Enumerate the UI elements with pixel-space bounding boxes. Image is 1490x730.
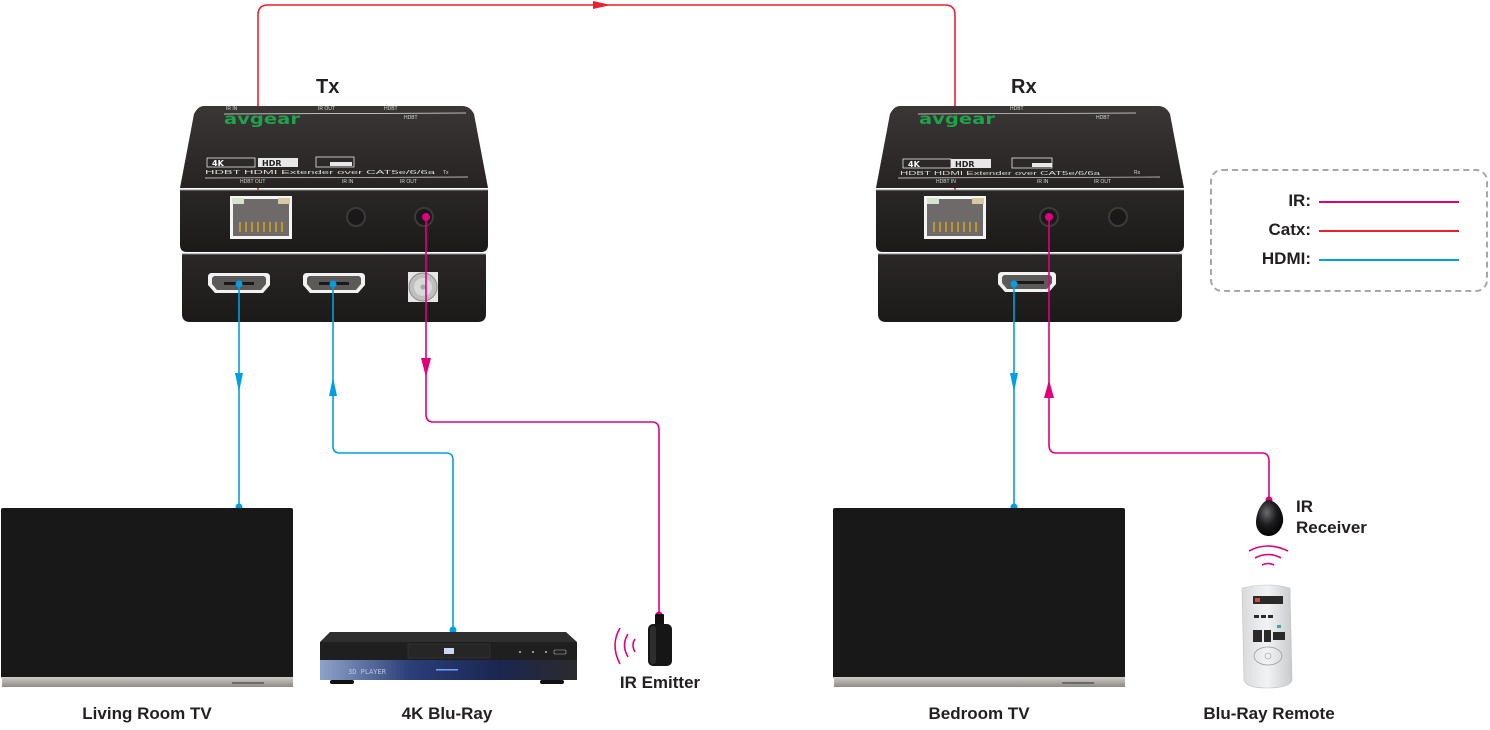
rx-port-label-ir-in: IR IN: [1037, 179, 1049, 185]
ir-arrow-down-icon: [421, 358, 431, 377]
tx-rj45-port: [230, 196, 292, 239]
ir-line-receiver: [1048, 217, 1270, 500]
bluray-remote: [1241, 584, 1293, 689]
hdmi-arrow-down-icon: [1010, 373, 1018, 392]
rx-4k-badge: 4K: [908, 160, 921, 169]
tx-model-line: HDBT HDMI Extender over CAT5e/6/6a: [205, 170, 436, 176]
living-room-tv: [1, 508, 293, 687]
ir-arrow-up-icon: [1044, 380, 1054, 398]
rx-device: avgear HDBT HDBT 4K HDR HDBT HDMI Extend…: [876, 106, 1184, 322]
tx-port-label-ir-in: IR IN: [342, 179, 354, 185]
legend-swatch-ir: [1319, 201, 1459, 203]
rx-model-line: HDBT HDMI Extender over CAT5e/6/6a: [900, 171, 1100, 177]
legend-item-hdmi: HDMI:: [1212, 249, 1486, 269]
tx-dc-port: [408, 272, 438, 302]
legend: IR: Catx: HDMI:: [1210, 169, 1488, 292]
svg-text:HDBT: HDBT: [1096, 115, 1110, 121]
ir-line-emitter: [425, 217, 660, 615]
svg-text:IR IN: IR IN: [226, 106, 238, 112]
tx-device: avgear IR IN IR OUT HDBT HDBT 4K HDR HDB…: [180, 106, 488, 322]
bluray-panel-text: 3D PLAYER: [348, 668, 387, 676]
rx-port-label-ir-out: IR OUT: [1094, 179, 1111, 185]
ir-receiver: [1248, 500, 1289, 566]
ir-receive-waves-icon: [1248, 545, 1289, 566]
ir-signal-waves-icon: [614, 627, 636, 665]
rx-hdmi-out-port: [998, 272, 1056, 292]
tx-4k-badge: 4K: [212, 159, 225, 168]
tx-ir-in-jack: [346, 207, 366, 227]
bluray-label: 4K Blu-Ray: [401, 704, 493, 723]
catx-arrow-icon: [593, 1, 611, 9]
svg-text:HDBT: HDBT: [384, 106, 398, 112]
tx-hdr-badge: HDR: [262, 159, 282, 168]
hdmi-arrow-up-icon: [329, 377, 337, 396]
legend-swatch-catx: [1319, 230, 1459, 232]
tx-port-label-hdbt: HDBT OUT: [240, 179, 265, 185]
rx-hdr-badge: HDR: [955, 160, 975, 169]
living-room-tv-label: Living Room TV: [82, 704, 212, 723]
rx-title: Rx: [1011, 76, 1037, 98]
ir-receiver-label-line2: Receiver: [1296, 518, 1367, 537]
tx-brand-logo: avgear: [224, 110, 301, 128]
bedroom-tv: [833, 508, 1125, 687]
legend-item-catx: Catx:: [1212, 220, 1486, 240]
legend-swatch-hdmi: [1319, 259, 1459, 261]
legend-item-ir: IR:: [1212, 191, 1486, 211]
ir-emitter-label: IR Emitter: [619, 673, 701, 692]
rx-rj45-port: [924, 196, 986, 239]
svg-text:HDBT: HDBT: [404, 115, 418, 121]
bluray-player: 3D PLAYER: [320, 632, 577, 684]
ir-receiver-label-line1: IR: [1296, 497, 1313, 516]
tx-unit-code: Tx: [443, 170, 449, 176]
svg-text:HDBT: HDBT: [1010, 106, 1024, 112]
remote-label: Blu-Ray Remote: [1203, 704, 1335, 723]
hdmi-arrow-down-icon: [235, 373, 243, 392]
bedroom-tv-label: Bedroom TV: [928, 704, 1030, 723]
legend-label: HDMI:: [1261, 249, 1311, 268]
ir-emitter: [614, 614, 672, 666]
tx-port-label-ir-out: IR OUT: [400, 179, 417, 185]
rx-unit-code: Rx: [1134, 170, 1141, 176]
hdmi-cables: [235, 280, 1018, 634]
legend-label: IR:: [1288, 191, 1311, 210]
rx-port-label-hdbt: HDBT IN: [936, 179, 956, 185]
rx-ir-out-jack: [1108, 207, 1128, 227]
legend-label: Catx:: [1268, 220, 1311, 239]
svg-text:IR OUT: IR OUT: [318, 106, 335, 112]
rx-brand-logo: avgear: [919, 110, 996, 128]
hdmi-line-bluray: [332, 284, 454, 630]
tx-title: Tx: [316, 76, 340, 98]
